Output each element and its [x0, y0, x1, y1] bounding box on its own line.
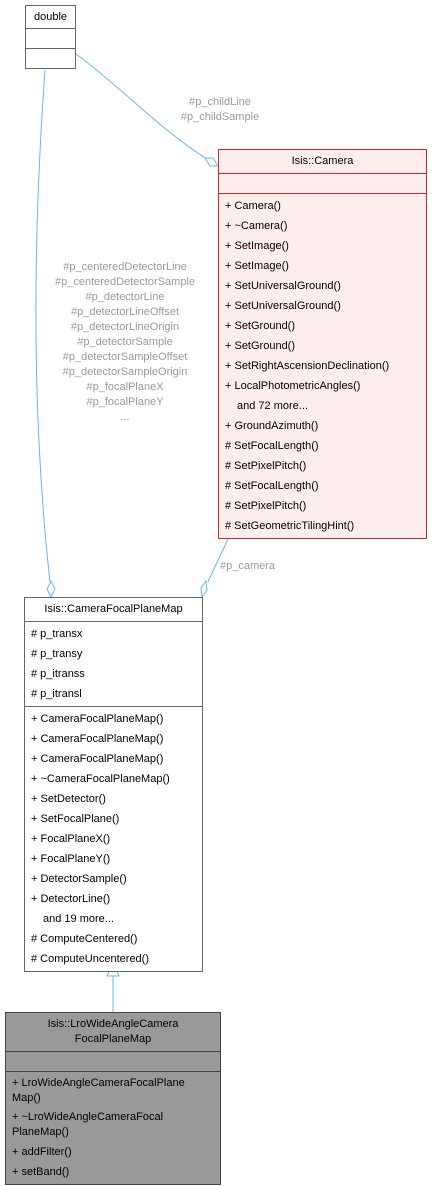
edge-camera-fpm: [207, 533, 231, 583]
member-row[interactable]: # ComputeCentered(): [31, 933, 138, 945]
attribute-row[interactable]: # p_itransl: [31, 688, 82, 700]
edge-label-text: #p_detectorSampleOrigin: [62, 366, 188, 378]
methods-section: + Camera() + ~Camera() + SetImage() + Se…: [219, 193, 426, 538]
member-row[interactable]: + Camera(): [225, 200, 281, 212]
member-row[interactable]: + ~LroWideAngleCameraFocal PlaneMap(): [12, 1111, 164, 1138]
member-row[interactable]: + DetectorLine(): [31, 893, 111, 905]
member-row[interactable]: + SetDetector(): [31, 793, 106, 805]
class-title: double: [33, 11, 68, 23]
attribute-row[interactable]: # p_transx: [31, 628, 83, 640]
edge-double-camera-diamond: [204, 157, 219, 167]
attributes-section: [219, 173, 426, 193]
member-row[interactable]: + ~CameraFocalPlaneMap(): [31, 773, 170, 785]
edge-label-text: #p_detectorLineOffset: [70, 306, 180, 318]
edge-label-text: #p_centeredDetectorLine: [63, 261, 187, 273]
member-row[interactable]: + SetImage(): [225, 260, 289, 272]
methods-section: [26, 48, 75, 68]
edge-label-text: #p_childLine: [189, 96, 251, 108]
edge-label-text: #p_focalPlaneX: [86, 381, 164, 393]
edge-double-fpm: [35, 69, 51, 583]
edge-label-text: #p_detectorSampleOffset: [62, 351, 188, 363]
member-row[interactable]: + GroundAzimuth(): [225, 420, 319, 432]
member-row[interactable]: + LocalPhotometricAngles(): [225, 380, 361, 392]
edge-camera-fpm-diamond: [200, 579, 208, 599]
member-row[interactable]: + CameraFocalPlaneMap(): [31, 733, 164, 745]
attributes-section: [26, 28, 75, 48]
member-row[interactable]: + SetRightAscensionDeclination(): [225, 360, 390, 372]
edge-label-text: ...: [120, 411, 130, 423]
more-members[interactable]: and 19 more...: [43, 913, 114, 925]
methods-section: + LroWideAngleCameraFocalPlane Map() + ~…: [6, 1071, 220, 1184]
member-row[interactable]: + SetGround(): [225, 320, 296, 332]
member-row[interactable]: + SetGround(): [225, 340, 296, 352]
edge-label-detector-members: #p_centeredDetectorLine #p_centeredDetec…: [55, 260, 195, 425]
edge-double-fpm-diamond: [46, 579, 56, 599]
member-row[interactable]: + SetUniversalGround(): [225, 300, 341, 312]
member-row[interactable]: + SetFocalPlane(): [31, 813, 120, 825]
class-title: Isis::CameraFocalPlaneMap: [44, 603, 183, 615]
member-row[interactable]: + SetUniversalGround(): [225, 280, 341, 292]
attributes-section: [6, 1051, 220, 1071]
more-members[interactable]: and 72 more...: [237, 400, 308, 412]
edge-label-camera: #p_camera: [220, 559, 275, 574]
member-row[interactable]: + setBand(): [12, 1166, 70, 1178]
member-row[interactable]: # SetFocalLength(): [225, 440, 319, 452]
member-row[interactable]: + FocalPlaneY(): [31, 853, 111, 865]
member-row[interactable]: # SetPixelPitch(): [225, 500, 307, 512]
edge-label-text: #p_detectorSample: [77, 336, 173, 348]
edge-label-text: #p_childSample: [180, 111, 260, 123]
edge-label-child: #p_childLine #p_childSample: [181, 95, 259, 125]
member-row[interactable]: + ~Camera(): [225, 220, 288, 232]
attributes-section: # p_transx # p_transy # p_itranss # p_it…: [25, 621, 202, 706]
member-row[interactable]: # SetPixelPitch(): [225, 460, 307, 472]
class-title: Isis::LroWideAngleCamera FocalPlaneMap: [47, 1018, 179, 1045]
edge-label-text: #p_focalPlaneY: [86, 396, 164, 408]
attribute-row[interactable]: # p_transy: [31, 648, 83, 660]
member-row[interactable]: + SetImage(): [225, 240, 289, 252]
edge-label-text: #p_detectorLine: [85, 291, 165, 303]
edge-label-text: #p_centeredDetectorSample: [54, 276, 196, 288]
member-row[interactable]: + CameraFocalPlaneMap(): [31, 713, 164, 725]
class-box-lro-wide-angle-camera-focal-plane-map[interactable]: Isis::LroWideAngleCamera FocalPlaneMap +…: [5, 1012, 221, 1185]
edge-double-camera: [75, 53, 211, 162]
class-title: Isis::Camera: [291, 155, 354, 167]
edge-label-text: #p_camera: [220, 560, 276, 572]
member-row[interactable]: # SetGeometricTilingHint(): [225, 520, 355, 532]
class-box-camera-focal-plane-map[interactable]: Isis::CameraFocalPlaneMap # p_transx # p…: [24, 597, 203, 972]
class-box-camera[interactable]: Isis::Camera + Camera() + ~Camera() + Se…: [218, 149, 427, 539]
member-row[interactable]: + FocalPlaneX(): [31, 833, 111, 845]
member-row[interactable]: + DetectorSample(): [31, 873, 127, 885]
methods-section: + CameraFocalPlaneMap() + CameraFocalPla…: [25, 706, 202, 971]
member-row[interactable]: # SetFocalLength(): [225, 480, 319, 492]
member-row[interactable]: + addFilter(): [12, 1146, 72, 1158]
member-row[interactable]: # ComputeUncentered(): [31, 953, 150, 965]
member-row[interactable]: + CameraFocalPlaneMap(): [31, 753, 164, 765]
edge-label-text: #p_detectorLineOrigin: [70, 321, 180, 333]
member-row[interactable]: + LroWideAngleCameraFocalPlane Map(): [12, 1077, 185, 1104]
attribute-row[interactable]: # p_itranss: [31, 668, 85, 680]
class-box-double[interactable]: double: [25, 5, 76, 69]
